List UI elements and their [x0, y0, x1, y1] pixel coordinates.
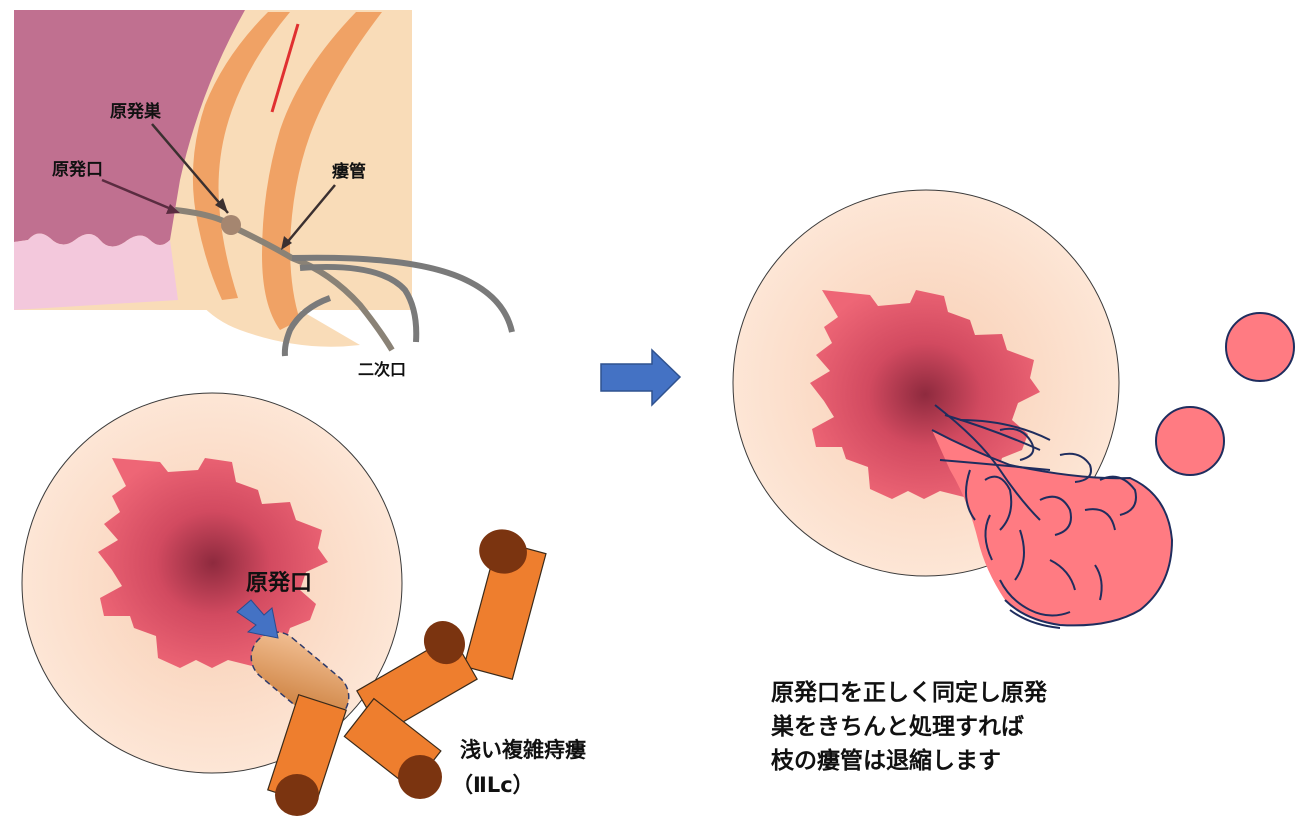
secondary-tract-1 [291, 254, 515, 333]
pointer-primary-nest [151, 123, 229, 214]
red-line [270, 23, 300, 113]
thread-marks [934, 404, 1137, 629]
tube-4 [267, 693, 347, 816]
mucosa-region [14, 10, 245, 247]
pointer-primary-opening [101, 178, 177, 213]
tube-3 [343, 697, 442, 799]
caption-after-line3: 枝の瘻管は退縮します [771, 747, 1001, 774]
label-fistula-tract: 瘻管 [332, 161, 366, 182]
label-primary-opening-before: 原発口 [246, 571, 312, 596]
before-panel: 原発口 浅い複雑痔瘻 （ⅡLc） [21, 392, 586, 816]
tube-1 [463, 529, 547, 680]
pointer-fistula-head [281, 236, 292, 250]
caption-before-line1: 浅い複雑痔瘻 [460, 738, 586, 762]
right-arrow-icon [600, 348, 682, 407]
resolving-tract-outline [931, 429, 1174, 627]
primary-opening-arrow [236, 599, 279, 639]
secondary-tract-2 [299, 263, 420, 343]
primary-nest-dot [221, 215, 241, 235]
after-panel: 原発口を正しく同定し原発 巣をきちんと処理すれば 枝の瘻管は退縮します [732, 189, 1295, 774]
anatomy-panel: 原発巣 原発口 瘻管 二次口 [14, 10, 515, 379]
caption-after-line1: 原発口を正しく同定し原発 [771, 679, 1048, 706]
secondary-tract-3 [281, 295, 332, 357]
internal-sphincter [192, 12, 290, 300]
pointer-primary-opening-head [166, 204, 180, 214]
label-secondary-opening: 二次口 [358, 360, 406, 379]
label-primary-nest: 原発巣 [110, 101, 162, 122]
shrinking-bubble-2 [1225, 312, 1295, 382]
shrinking-bubble-1 [1155, 406, 1225, 476]
label-primary-opening: 原発口 [52, 159, 103, 180]
external-sphincter [262, 12, 382, 330]
caption-before-line2: （ⅡLc） [452, 773, 534, 797]
pointer-primary-nest-head [215, 198, 228, 213]
pointer-fistula [284, 184, 336, 246]
pink-band [14, 233, 178, 310]
caption-after-line2: 巣をきちんと処理すれば [770, 713, 1024, 740]
